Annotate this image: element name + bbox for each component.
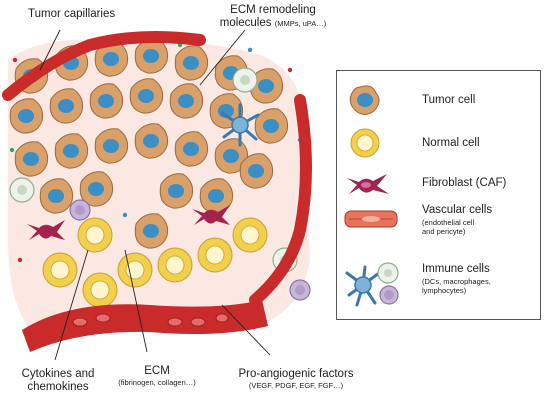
fibroblast-cell [27, 220, 65, 240]
legend-label-vascular-cells-title: Vascular cells [422, 204, 493, 216]
normal-cell [82, 272, 118, 308]
tumor-capillary-top [2, 30, 206, 101]
normal-cell [77, 217, 113, 253]
fibroblast-cell [192, 205, 230, 225]
legend-item-tumor-cell: Tumor cell [337, 81, 542, 121]
cytokine-dot [12, 57, 18, 63]
normal-cell [117, 252, 153, 288]
label-tumor-capillaries: Tumor capillaries [28, 8, 116, 20]
macrophage-cell [9, 177, 35, 203]
label-cytokines: Cytokines and chemokines [12, 368, 104, 394]
lymphocyte-cell [69, 199, 91, 221]
tumor-cell [94, 41, 129, 77]
tumor-cell [174, 45, 209, 81]
normal-cell [197, 237, 233, 273]
normal-cell-icon [350, 128, 380, 158]
tumor-cell [14, 141, 49, 177]
cell-cluster [9, 38, 311, 308]
fibroblast-icon [347, 174, 389, 194]
label-ecm-remodeling-line2: molecules (MMPs, uPA…) [208, 17, 338, 30]
legend-sub-immune-1: (DCs, macrophages, [422, 277, 491, 286]
tumor-cell [89, 83, 124, 119]
label-ecm-remodeling: ECM remodeling molecules (MMPs, uPA…) [208, 4, 338, 30]
legend-sub-vascular-2: and pericyte) [422, 227, 466, 236]
legend-item-vascular-cells: Vascular cells (endothelial cell and per… [337, 199, 542, 245]
tumor-cell [134, 213, 169, 249]
red-blood-cells [72, 313, 229, 327]
label-cytokines-line2: chemokines [27, 381, 89, 393]
dendritic-cell [220, 103, 260, 147]
legend-item-immune-cells: Immune cells (DCs, macrophages, lymphocy… [337, 251, 542, 313]
tumor-cell [174, 131, 209, 167]
tumor-cell [134, 123, 169, 159]
tumor-cell [249, 68, 284, 104]
label-pro-angiogenic-sub: (VEGF, PDGF, EGF, FGF…) [248, 381, 344, 390]
legend-label-immune-cells: Immune cells (DCs, macrophages, lymphocy… [422, 263, 491, 295]
tumor-cell [214, 138, 249, 174]
tumor-cell [159, 173, 194, 209]
label-ecm-sub: (fibrinogen, collagen…) [118, 378, 196, 387]
tumor-capillary-right [249, 94, 312, 306]
label-cytokines-line1: Cytokines and [21, 368, 95, 380]
legend-item-fibroblast: Fibroblast (CAF) [337, 164, 542, 204]
legend-label-vascular-cells: Vascular cells (endothelial cell and per… [422, 204, 492, 236]
normal-cell [42, 252, 78, 288]
macrophage-cell [232, 67, 258, 93]
tumor-cell [134, 38, 169, 74]
tumor-cell [239, 153, 274, 189]
cytokine-dot [17, 257, 23, 263]
tumor-cell [94, 128, 129, 164]
immune-cell-icon [345, 262, 399, 307]
tumor-microenvironment-illustration [2, 29, 312, 361]
tumor-cell [254, 108, 289, 144]
legend-box: Tumor cell Normal cell Fibroblast (CAF) … [336, 70, 541, 320]
tumor-cell [79, 171, 114, 207]
tumor-cell [54, 133, 89, 169]
legend-sub-vascular-1: (endothelial cell [422, 218, 475, 227]
cytokine-dot [122, 212, 128, 218]
cytokine-dot [9, 147, 15, 153]
legend-label-immune-cells-title: Immune cells [422, 263, 490, 275]
tumor-cell [169, 83, 204, 119]
label-ecm-remodeling-line1: ECM remodeling [230, 4, 316, 16]
tumor-cell-icon [349, 85, 380, 115]
tumor-cell [9, 98, 44, 134]
tumor-cell [199, 178, 234, 214]
legend-label-tumor-cell: Tumor cell [422, 94, 476, 106]
tumor-cell [39, 178, 74, 214]
legend-label-normal-cell: Normal cell [422, 137, 480, 149]
legend-label-fibroblast: Fibroblast (CAF) [422, 177, 507, 189]
normal-cell [232, 217, 268, 253]
main-blood-vessel [22, 300, 268, 352]
label-ecm-remodeling-line2-text: molecules [219, 17, 272, 29]
label-pro-angiogenic-title: Pro-angiogenic factors [238, 368, 354, 380]
vascular-cell-icon [344, 210, 398, 228]
leader-lines [39, 29, 271, 361]
legend-sub-immune-2: lymphocytes) [422, 286, 467, 295]
label-ecm: ECM (fibrinogen, collagen…) [107, 365, 207, 387]
label-ecm-title: ECM [144, 365, 170, 377]
lymphocyte-cell [289, 279, 311, 301]
label-ecm-remodeling-sub: (MMPs, uPA…) [274, 19, 327, 28]
tumor-cell [49, 88, 84, 124]
normal-cell [157, 247, 193, 283]
cytokine-dot [287, 67, 293, 73]
label-pro-angiogenic: Pro-angiogenic factors (VEGF, PDGF, EGF,… [222, 368, 370, 390]
legend-item-normal-cell: Normal cell [337, 124, 542, 164]
cytokine-dot [247, 47, 253, 53]
tumor-cell [129, 78, 164, 114]
